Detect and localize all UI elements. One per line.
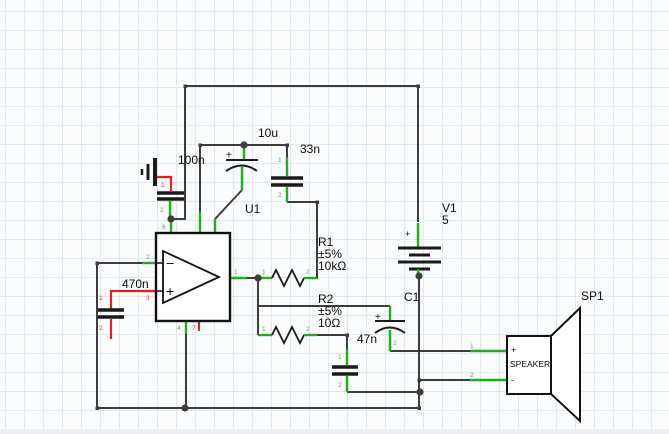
opamp-pin1-label: 1 [234,269,238,276]
wire-10u-to-opamp[interactable] [214,189,243,220]
bendpoint[interactable] [95,406,100,411]
capacitor-c1[interactable]: + 2 C1 47n [357,290,420,351]
cap-c1-polarity: + [375,312,381,323]
junction-dot[interactable] [181,404,189,412]
junction-dots [167,141,424,412]
bendpoint[interactable] [315,200,320,205]
bendpoint[interactable] [183,84,188,89]
cap-c1-pin2-label: 2 [393,340,397,347]
speaker-plus-sign: + [511,345,516,355]
bendpoint[interactable] [417,406,422,411]
opamp-pin4-label: 4 [177,325,181,332]
bendpoint[interactable] [417,378,422,383]
opamp-minus-sign: − [166,255,174,271]
opamp-triangle-icon [162,249,222,305]
cap-33n-pin1-label: 1 [278,157,282,164]
cap-470n-value[interactable]: 470n [122,277,149,291]
ground-pin-label: 1 [161,182,165,189]
r2-pin1-label: 1 [262,326,266,333]
wire-vplus-rail[interactable] [171,84,421,223]
cap-100n-value[interactable]: 100n [178,153,205,167]
battery-plus-sign: + [405,229,410,239]
capacitor-33n[interactable]: 1 2 33n [271,142,320,202]
capacitor-mid[interactable]: 1 2 [332,349,358,392]
speaker-cone-icon [550,305,581,424]
resistor-r1[interactable]: 1 2 R1 ±5% 10kΩ [258,235,346,289]
r2-value[interactable]: 10Ω [318,316,340,330]
junction-dot[interactable] [167,215,175,223]
battery-ref[interactable]: V1 [442,201,457,215]
opamp-plus-sign: + [166,283,174,299]
cap-c1-value[interactable]: 47n [357,332,377,346]
bendpoint[interactable] [198,143,203,148]
cap-470n-pin2-label: 2 [99,325,103,332]
battery-value[interactable]: 5 [442,213,449,227]
bendpoint[interactable] [95,261,100,266]
junction-dot[interactable] [240,141,248,149]
battery-v1[interactable]: + V1 5 [398,201,457,276]
r1-pin1-label: 1 [262,269,266,276]
r2-ref[interactable]: R2 [318,292,334,306]
cap-100n-pin-label: 2 [160,207,164,214]
capacitor-100n[interactable]: 2 100n [157,153,205,219]
wire-r2-to-cap[interactable] [317,333,350,350]
junction-dot[interactable] [254,274,262,282]
bendpoint[interactable] [285,143,290,148]
cap-470n-pin1-label: 1 [99,295,103,302]
speaker-body[interactable] [506,335,552,395]
r2-tolerance[interactable]: ±5% [318,304,342,318]
red-wire-ground-to-100n[interactable] [156,175,173,191]
cap-c1-ref[interactable]: C1 [404,290,420,304]
cap-mid-pin2-label: 2 [338,382,342,389]
bendpoint[interactable] [416,84,421,89]
cap-10u-value[interactable]: 10u [258,126,278,140]
opamp-ref[interactable]: U1 [245,202,261,216]
r1-tolerance[interactable]: ±5% [318,247,342,261]
r1-pin2-label: 2 [306,269,310,276]
speaker-pin1-label: 1 [470,343,474,350]
wire-33n-to-r1[interactable] [287,200,320,279]
wire-gnd-column-and-rail[interactable] [95,261,422,411]
cap-10u-polarity: + [226,150,232,161]
opamp-pin6-label: 6 [162,224,166,231]
speaker-sp1[interactable]: + - SPEAKER 1 2 SP1 [470,289,604,424]
red-wire-470n-to-plus-input[interactable] [109,289,157,309]
wire-speaker-minus[interactable] [417,378,471,383]
bendpoint[interactable] [345,333,350,338]
junction-dot[interactable] [416,388,424,396]
r2-pin2-label: 2 [306,326,310,333]
canvas-bottom-strip [0,429,669,434]
ground-symbol[interactable]: 1 [140,158,165,189]
r1-value[interactable]: 10kΩ [318,259,346,273]
resistor-r2[interactable]: 1 2 R2 ±5% 10Ω [258,292,342,346]
speaker-ref[interactable]: SP1 [581,289,604,303]
r1-ref[interactable]: R1 [318,235,334,249]
cap-mid-pin1-label: 1 [338,354,342,361]
junction-dot[interactable] [415,272,423,280]
opamp-pin7-label: 7 [192,325,196,332]
speaker-pin2-label: 2 [470,372,474,379]
opamp-u1[interactable]: − + 2 3 1 6 4 7 U1 [142,202,261,334]
capacitor-470n[interactable]: 1 2 470n [98,277,149,332]
opamp-pin3-label: 3 [146,295,150,302]
capacitor-10u[interactable]: + 10u [225,126,278,190]
cap-33n-value[interactable]: 33n [300,142,320,156]
cap-33n-pin2-label: 2 [278,192,282,199]
opamp-pin2-label: 2 [146,254,150,261]
speaker-minus-sign: - [511,375,514,385]
speaker-label: SPEAKER [510,359,550,369]
